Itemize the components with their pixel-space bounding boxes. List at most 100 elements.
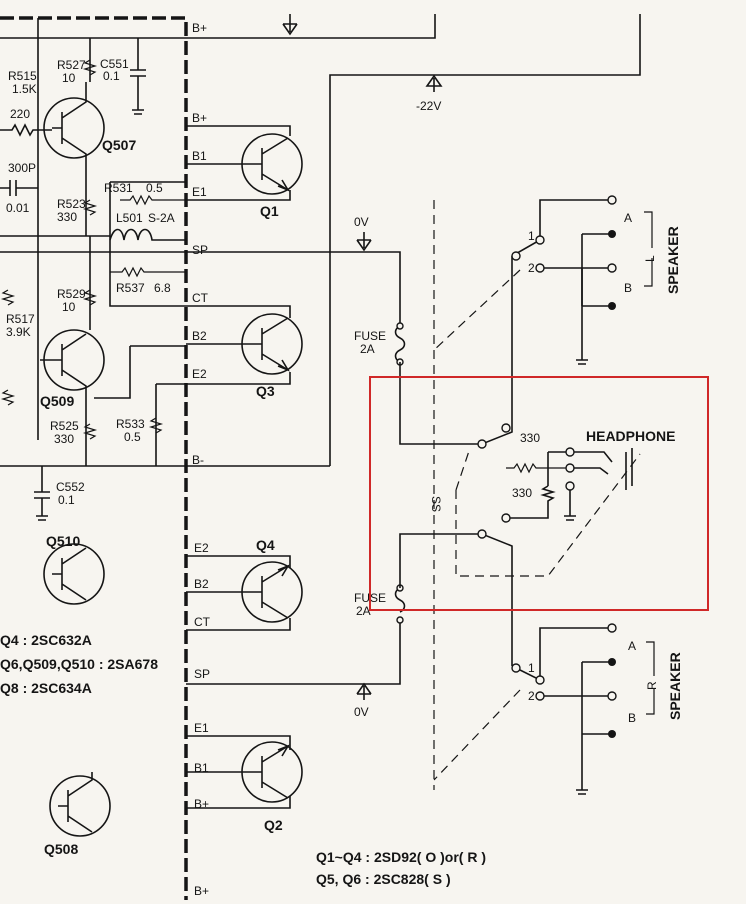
sw-l-pos1 [511,251,521,261]
note-left-3: Q8 : 2SC634A [0,680,92,696]
sw-r-pos2 [535,691,545,701]
c552-label: C552 [56,480,85,494]
speaker-r-bracket [646,641,655,715]
r515-label: R515 [8,69,37,83]
pin-lower-3: CT [194,615,211,629]
driver-supply-wires [0,18,186,440]
r533-wire [155,383,186,466]
r537-value: 6.8 [154,281,171,295]
note-right-1: Q1~Q4 : 2SD92( O )or( R ) [316,849,486,865]
headphone-jack [574,448,633,490]
q3-wiring [186,305,291,385]
switch-upper-contact [501,423,511,433]
r523-label: R523 [57,197,86,211]
r529-label: R529 [57,287,86,301]
r529-value: 10 [62,300,76,314]
ov-top-arrow [356,232,372,252]
fuse-top-term-a [396,322,404,330]
fuse-bottom [394,587,406,613]
supply-arrow-top [282,14,298,36]
q507-label: Q507 [102,137,136,153]
speaker-r-b-label: B [628,711,636,725]
c300p-capacitor [0,180,38,196]
speaker-r-b-plus [607,691,617,701]
b-plus-rail [186,14,436,39]
r525-label: R525 [50,419,79,433]
fuse-bottom-term-b [396,616,404,624]
q507-transistor [43,97,105,159]
speaker-l-wiring [544,267,612,365]
q510-label: Q510 [46,533,80,549]
q2-transistor [241,741,303,803]
r533-resistor [148,417,164,434]
fuse-top-rating: 2A [360,342,375,356]
r220-value: 220 [10,107,30,121]
sw1-top-label: 1 [528,229,535,243]
q508-leads [58,772,93,833]
r527-value: 10 [62,71,76,85]
speaker-l-b-plus [607,263,617,273]
q2-leads [250,744,290,799]
sw-l-pos2 [535,263,545,273]
board-connector-bus [0,16,188,900]
fuse-top-label: FUSE [354,329,386,343]
sp-upper-wire [186,251,401,326]
ganged-switch-linkage [433,200,641,790]
pin-upper-3: B1 [192,149,207,163]
r525-resistor [82,423,98,440]
q509-label: Q509 [40,393,74,409]
pin-upper-4: E1 [192,185,207,199]
left-edge-resistor [0,389,16,406]
c001-value: 0.01 [6,201,30,215]
pin-lower-6: B1 [194,761,209,775]
c552-capacitor [34,466,50,521]
q1-label: Q1 [260,203,279,219]
note-left-2: Q6,Q509,Q510 : 2SA678 [0,656,158,672]
sw2-bottom-label: 2 [528,689,535,703]
speaker-l-common [581,233,612,307]
q2-label: Q2 [264,817,283,833]
speaker-l-label: SPEAKER [665,226,681,294]
note-right-2: Q5, Q6 : 2SC828( S ) [316,871,451,887]
r330a-resistor [506,462,570,474]
switch-upper-wiring [399,256,513,445]
speaker-l-bracket [644,211,653,287]
r537-resistor [110,266,186,278]
speaker-l-b-label: B [624,281,632,295]
neg22v-rail [329,14,641,466]
c300p-value: 300P [8,161,36,175]
pin-lower-8: B+ [194,884,209,898]
q4-wiring [186,555,291,631]
pin-lower-1: E2 [194,541,209,555]
c552-value: 0.1 [58,493,75,507]
speaker-r-wiring [544,662,612,795]
sw1-bottom-label: 1 [528,661,535,675]
pin-upper-9: B- [192,453,204,467]
q510-transistor [43,543,105,605]
r533-value: 0.5 [124,430,141,444]
jack-term-2 [565,463,575,473]
r515-value: 1.5K [12,82,37,96]
q510-leads [52,547,87,601]
c551-label: C551 [100,57,129,71]
q4-label: Q4 [256,537,275,553]
q3-transistor [241,313,303,375]
pin-lower-2: B2 [194,577,209,591]
r537-label: R537 [116,281,145,295]
q507-leads [52,82,87,236]
speaker-r-label: SPEAKER [667,652,683,720]
headphone-highlight-box [369,376,709,611]
r531-label: R531 [104,181,133,195]
speaker-l-a-label: A [624,211,632,225]
pin-upper-1: B+ [192,21,207,35]
r523-value: 330 [57,210,77,224]
r527-resistor [82,59,98,76]
q1-transistor [241,133,303,195]
fuse-top [394,325,406,363]
headphone-label: HEADPHONE [586,428,675,444]
note-left-1: Q4 : 2SC632A [0,632,92,648]
pin-lower-4: SP [194,667,210,681]
jack-term-3 [565,481,575,491]
speaker-r-common [582,661,612,735]
